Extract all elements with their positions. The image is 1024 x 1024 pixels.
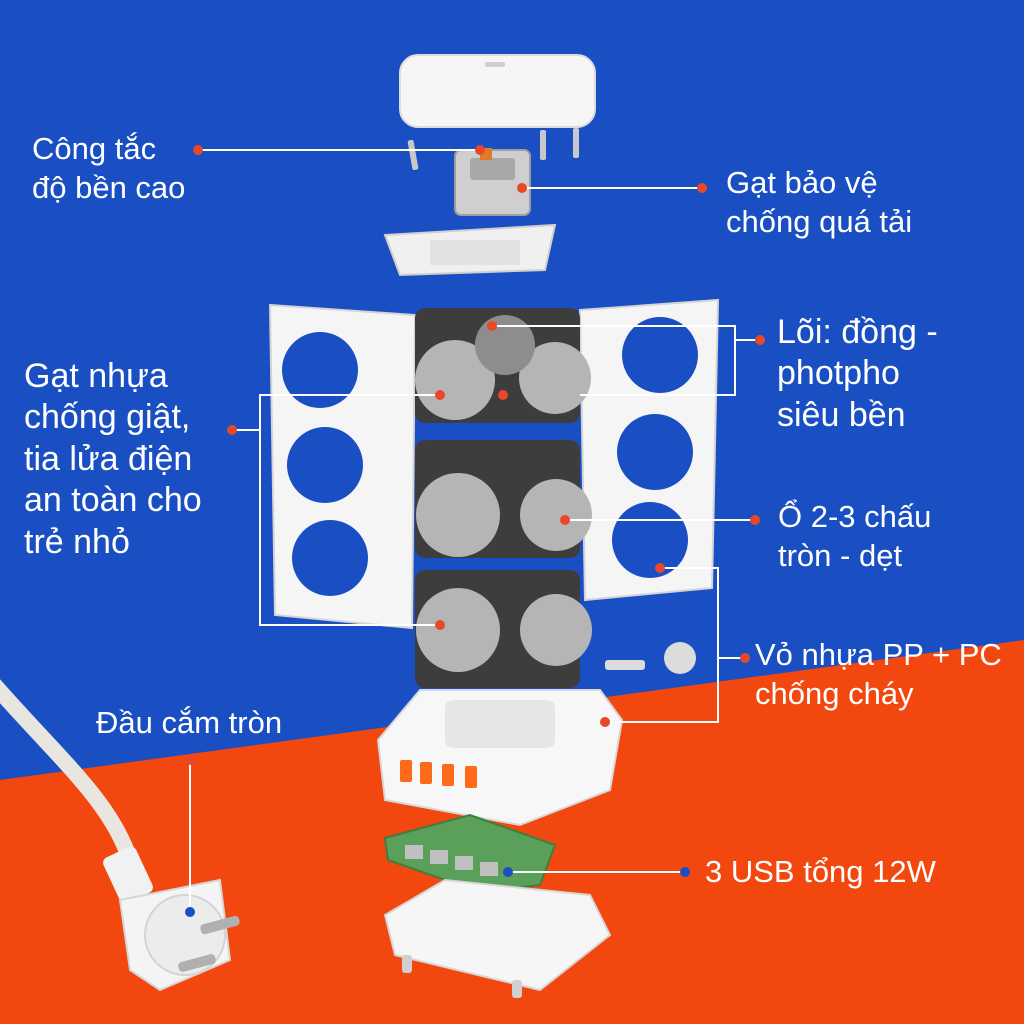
plug-dot — [185, 907, 195, 917]
label-switch-line-1: Công tắc — [32, 131, 157, 166]
small-parts — [605, 642, 696, 674]
label-overload: Gạt bảo vệ chống quá tải — [726, 164, 912, 242]
right-housing-shell — [578, 298, 720, 602]
power-cable — [0, 679, 138, 868]
socket-module-middle — [415, 440, 592, 558]
left-housing-shell — [268, 303, 417, 630]
screws — [407, 128, 579, 170]
callout-dot-icon — [185, 145, 765, 765]
usb-dot — [503, 867, 513, 877]
label-core-line-2: photpho — [777, 354, 900, 393]
label-shutter-line-2: chống giật, — [24, 398, 191, 437]
usb-ports — [400, 760, 477, 788]
label-shutter: Gạt nhựa chống giật, tia lửa điện an toà… — [24, 356, 202, 563]
label-switch-line-2: độ bền cao — [32, 169, 186, 205]
label-core-line-3: siêu bền — [777, 395, 906, 434]
bottom-plate — [383, 878, 612, 998]
label-overload-line-1: Gạt bảo vệ — [726, 165, 878, 200]
label-plug: Đầu cắm tròn — [96, 704, 282, 743]
label-housing-line-1: Vỏ nhựa PP + PC — [755, 637, 1002, 672]
round-plug-icon — [103, 846, 240, 992]
usb-dot-right — [680, 867, 690, 877]
top-cap — [399, 54, 596, 128]
label-housing: Vỏ nhựa PP + PC chống cháy — [755, 636, 1002, 714]
label-overload-line-2: chống quá tải — [726, 203, 913, 239]
label-socket-type-line-2: tròn - dẹt — [778, 537, 903, 573]
label-shutter-line-5: trẻ nhỏ — [24, 522, 130, 561]
base-unit — [376, 689, 624, 827]
label-shutter-line-1: Gạt nhựa — [24, 357, 168, 395]
leader-lines — [189, 149, 760, 912]
label-socket-type: Ổ 2-3 chấu tròn - dẹt — [778, 498, 931, 576]
label-plug-line-1: Đầu cắm tròn — [96, 705, 283, 740]
switch-module — [454, 148, 531, 216]
label-shutter-line-3: tia lửa điện — [24, 439, 193, 478]
label-core: Lõi: đồng - photpho siêu bền — [777, 312, 938, 436]
mount-bracket — [383, 223, 557, 277]
label-usb-line-1: 3 USB tổng 12W — [705, 854, 936, 889]
label-switch: Công tắc độ bền cao — [32, 130, 185, 208]
label-usb: 3 USB tổng 12W — [705, 853, 936, 892]
socket-module-bottom — [415, 570, 592, 688]
label-socket-type-line-1: Ổ 2-3 chấu — [778, 499, 932, 534]
label-shutter-line-4: an toàn cho — [24, 481, 202, 520]
label-housing-line-2: chống cháy — [755, 675, 914, 711]
socket-module-top — [415, 308, 591, 423]
label-core-line-1: Lõi: đồng - — [777, 313, 938, 351]
